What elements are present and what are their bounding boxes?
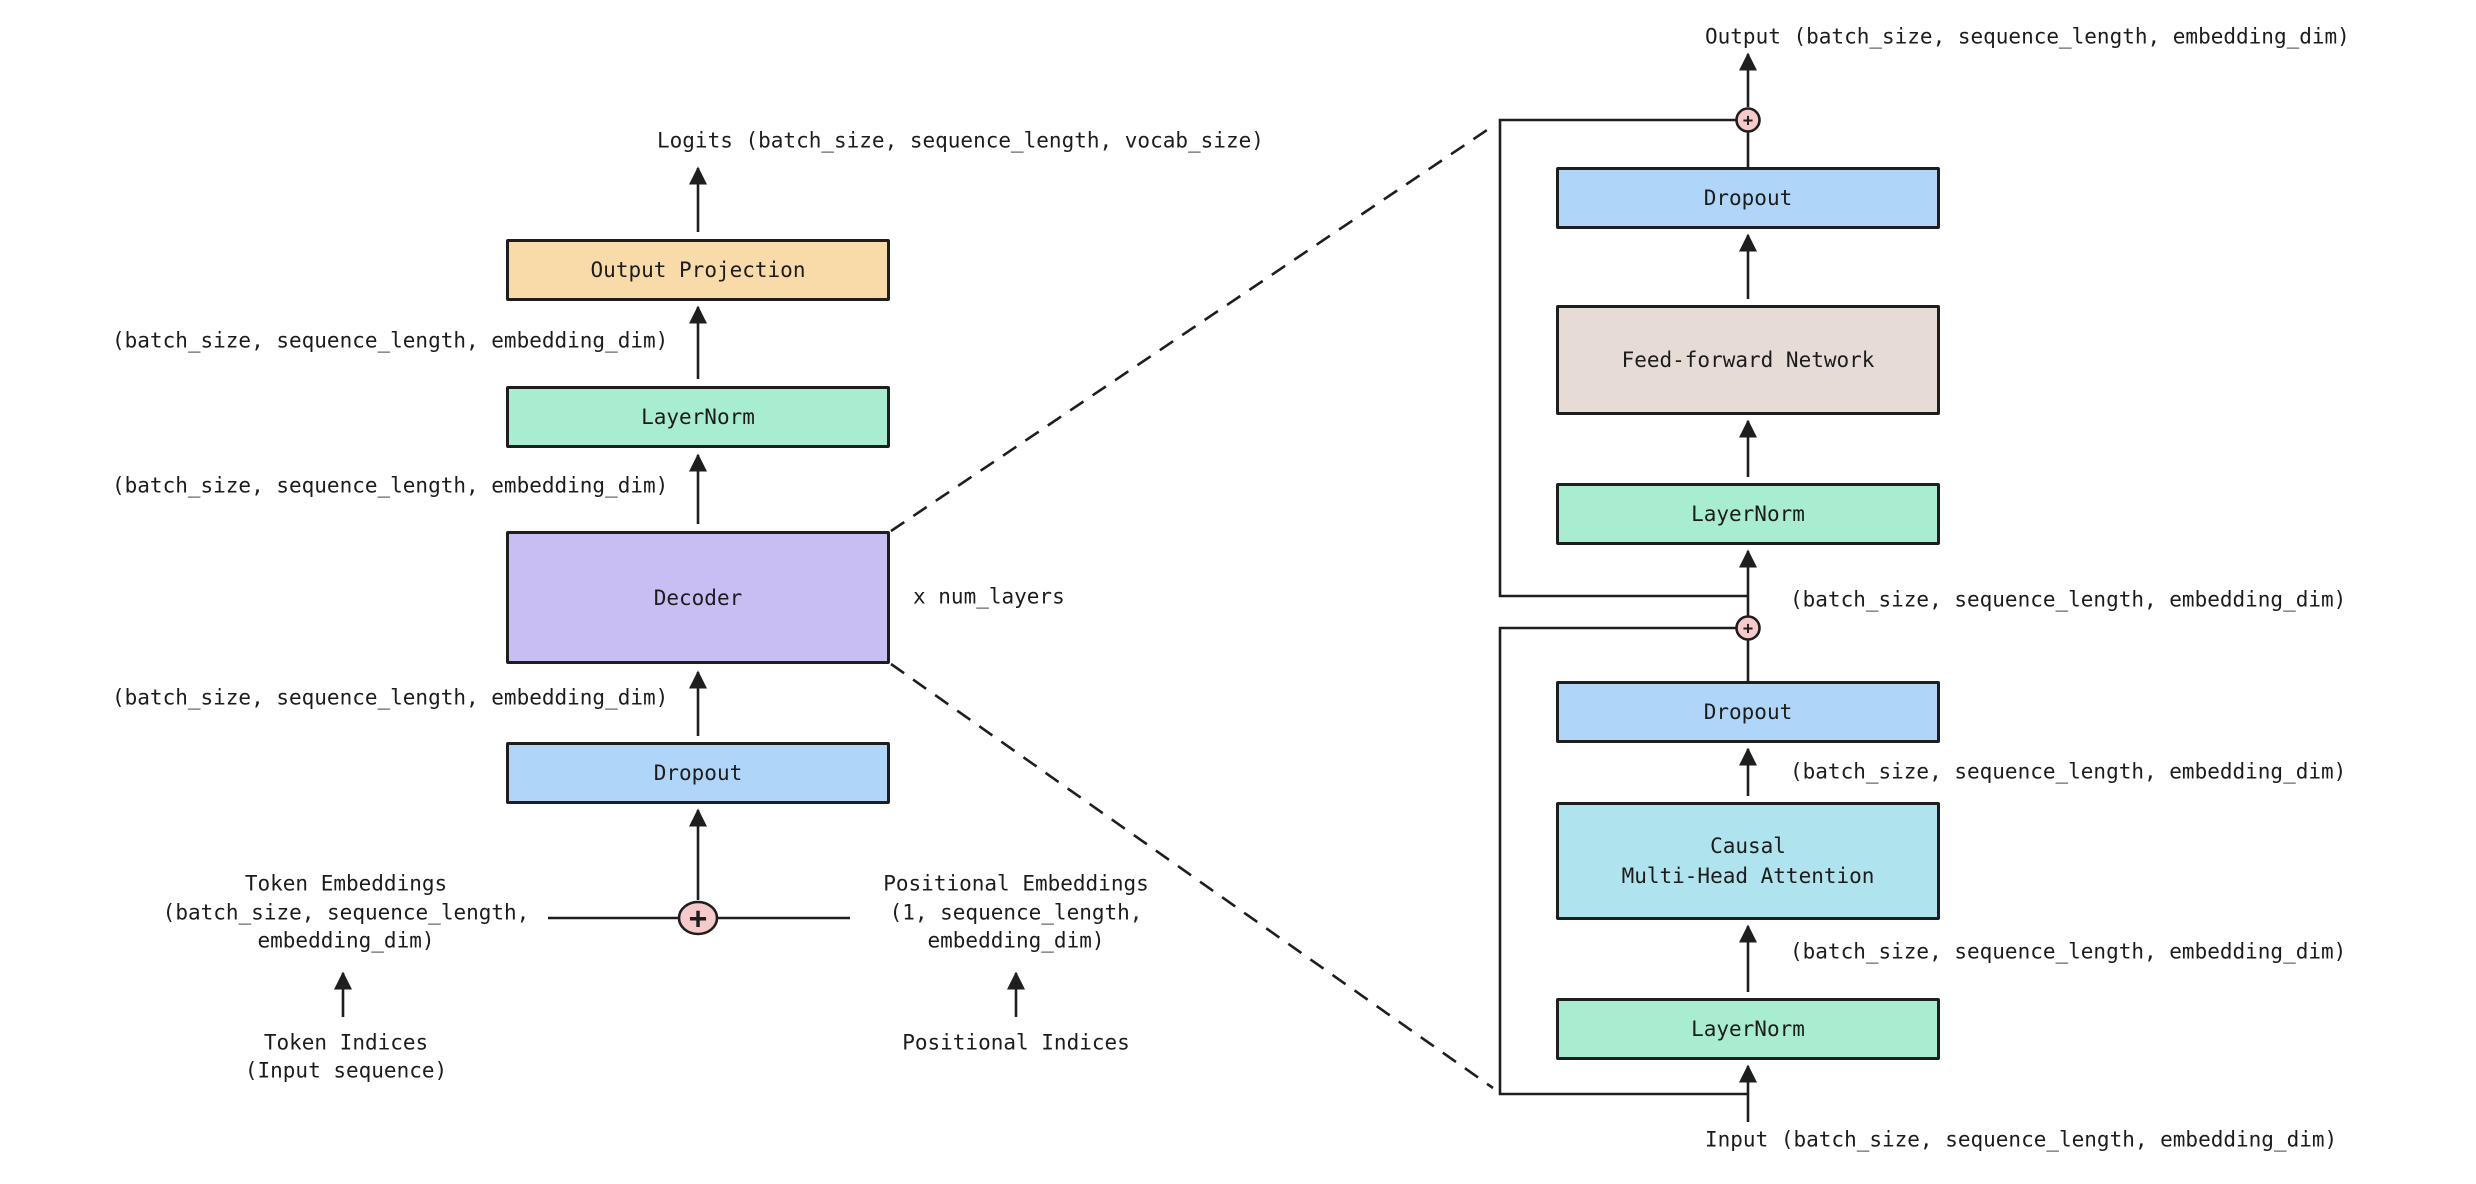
feed-forward-network-label: Feed-forward Network [1621,348,1875,372]
embedding-adder: + [677,900,719,937]
output-shape-label: Output (batch_size, sequence_length, emb… [1705,24,2350,49]
num-layers-multiplier-label: x num_layers [913,584,1065,609]
add-icon [1735,107,1761,133]
logits-shape-label: Logits (batch_size, sequence_length, voc… [657,128,1264,153]
plus-glyph: + [1743,111,1753,131]
causal-multi-head-attention-box: Causal Multi-Head Attention [1556,802,1940,920]
decoder-expansion-lines [890,124,1494,1090]
left-flow-arrows [334,166,1025,1017]
dropout-label: Dropout [653,761,743,785]
layernorm-mid-box: LayerNorm [1556,483,1940,545]
tensor-shape-label: (batch_size, sequence_length, embedding_… [112,473,669,498]
tensor-shape-label: (batch_size, sequence_length, embedding_… [1790,587,2347,612]
layernorm-mid-label: LayerNorm [1691,502,1805,526]
layernorm-label: LayerNorm [641,405,755,429]
dropout-mid-label: Dropout [1703,700,1793,724]
token-embeddings-label: Token Embeddings [244,871,448,896]
plus-glyph: + [689,902,707,937]
layernorm-bottom-box: LayerNorm [1556,998,1940,1060]
dashed-expansion-line-bottom [890,662,1494,1090]
attention-label-line1: Causal [1710,834,1786,858]
skip-connection-ffn-block [1498,118,1748,598]
token-embeddings-shape-line: (batch_size, sequence_length, [162,900,530,925]
add-icon [677,900,719,936]
positional-embeddings-shape-line: (1, sequence_length, [889,900,1143,925]
token-embeddings-shape-line: embedding_dim) [257,928,435,953]
skip-connection-attention-block [1498,626,1748,1096]
tensor-shape-label: (batch_size, sequence_length, embedding_… [112,685,669,710]
decoder-label: Decoder [653,585,743,610]
tensor-shape-label: (batch_size, sequence_length, embedding_… [112,328,669,353]
dropout-box: Dropout [506,742,890,804]
positional-embeddings-label: Positional Embeddings [883,871,1149,896]
dropout-mid-box: Dropout [1556,681,1940,743]
add-icon [1735,615,1761,641]
tensor-shape-label: (batch_size, sequence_length, embedding_… [1790,939,2347,964]
output-projection-label: Output Projection [590,258,806,282]
layernorm-bottom-label: LayerNorm [1691,1017,1805,1041]
token-indices-sublabel: (Input sequence) [244,1058,448,1083]
positional-indices-label: Positional Indices [902,1030,1130,1055]
feed-forward-network-box: Feed-forward Network [1556,305,1940,415]
residual-skip-connections [1498,118,1748,1096]
output-projection-box: Output Projection [506,239,890,301]
input-shape-label: Input (batch_size, sequence_length, embe… [1705,1127,2338,1152]
positional-embeddings-shape-line: embedding_dim) [927,928,1105,953]
dropout-top-box: Dropout [1556,167,1940,229]
attention-label-line2: Multi-Head Attention [1621,864,1875,888]
token-indices-label: Token Indices [263,1030,429,1055]
layernorm-box: LayerNorm [506,386,890,448]
residual-adder-top: + [1735,107,1761,133]
tensor-shape-label: (batch_size, sequence_length, embedding_… [1790,759,2347,784]
residual-adder-mid: + [1735,615,1761,641]
decoder-box: Decoder [506,531,890,664]
plus-glyph: + [1743,619,1753,639]
dropout-top-label: Dropout [1703,186,1793,210]
dashed-expansion-line-top [890,124,1494,533]
